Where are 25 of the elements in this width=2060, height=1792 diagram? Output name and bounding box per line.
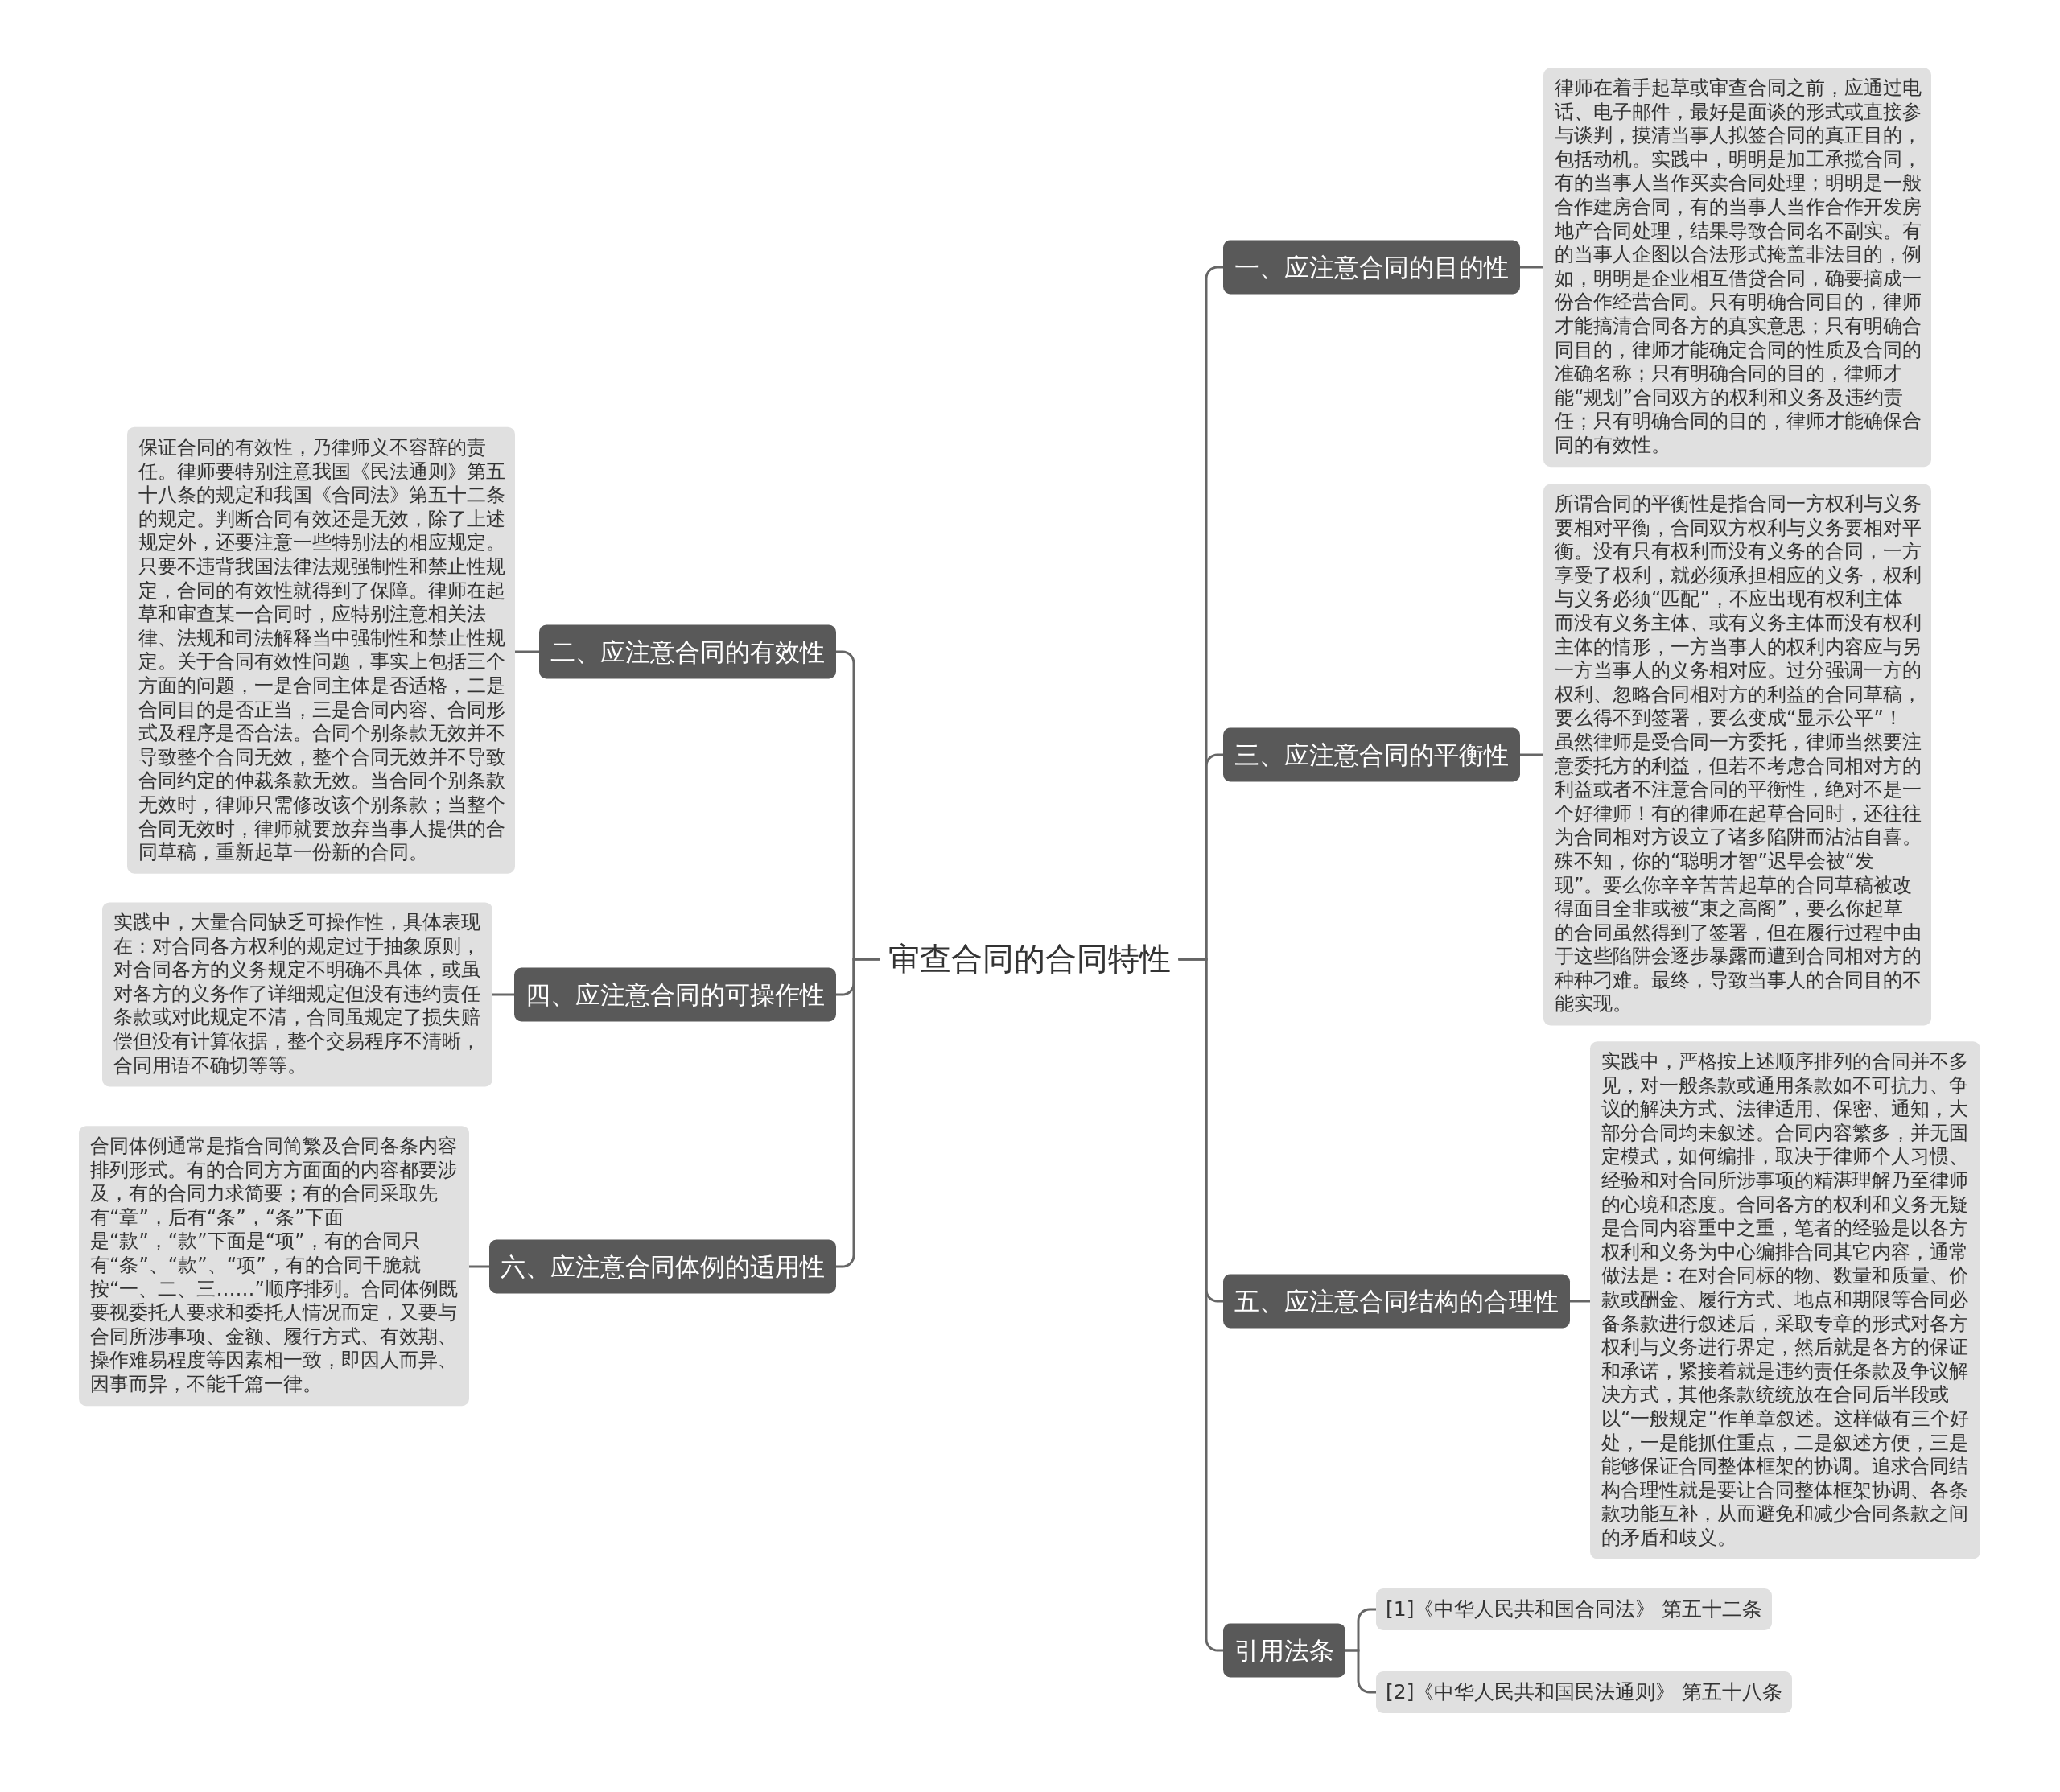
note-box: 保证合同的有效性，乃律师义不容辞的责任。律师要特别注意我国《民法通则》第五十八条的规定和我国《合同法》第五十二条的规定。判断合同有效还是无效，除了上述规定外，还要注意一些特别法的相应规定。只要不违背我国法律法规强制性和禁止性规定，合同的有效性就得到了保障。律师在起草和审查某一合同时，应特别注意相关法律、法规和司法解释当中强制性和禁止性规定。关于合同有效性问题，事实上包括三个方面的问题，一是合同主体是否适格，二是合同目的是否正当，三是合同内容、合同形式及程序是否合法。合同个别条款无效并不导致整个合同无效，整个合同无效并不导致合同约定的仲裁条款无效。当合同个别条款无效时，律师只需修改该个别条款；当整个合同无效时，律师就要放弃当事人提供的合同草稿，重新起草一份新的合同。 xyxy=(127,426,515,874)
note-box: 律师在着手起草或审查合同之前，应通过电话、电子邮件，最好是面谈的形式或直接参与谈判，摸清当事人拟签合同的真正目的，包括动机。实践中，明明是加工承揽合同，有的当事人当作买卖合同处理；明明是一般合作建房合同，有的当事人当作合作开发房地产合同处理，结果导致合同名不副实。有的当事人企图以合法形式掩盖非法目的，例如，明明是企业相互借贷合同，确要搞成一份合作经营合同。只有明确合同目的，律师才能搞清合同各方的真实意思；只有明确合同目的，律师才能确定合同的性质及合同的准确名称；只有明确合同的目的，律师才能“规划”合同双方的权利和义务及违约责任；只有明确合同的目的，律师才能确保合同的有效性。 xyxy=(1543,68,1931,467)
connector-line xyxy=(469,1265,489,1268)
connector-line xyxy=(1520,266,1543,269)
topic-box: 二、应注意合同的有效性 xyxy=(539,624,836,679)
note-box: 实践中，严格按上述顺序排列的合同并不多见，对一般条款或通用条款如不可抗力、争议的解决方式、法律适用、保密、通知，大部分合同均未叙述。合同内容繁多，并无固定模式，如何编排，取决于律师个人习惯、经验和对合同所涉事项的精湛理解乃至律师的心境和态度。合同各方的权利和义务无疑是合同内容重中之重，笔者的经验是以各方权利和义务为中心编排合同其它内容，通常做法是：在对合同标的物、数量和质量、价款或酬金、履行方式、地点和期限等合同必备条款进行叙述后，采取专章的形式对各方权利与义务进行界定，然后就是各方的保证和承诺，紧接着就是违约责任条款及争议解决方式，其他条款统统放在合同后半段或以“一般规定”作单章叙述。这样做有三个好处，一是能抓住重点，二是叙述方便，三是能够保证合同整体框架的协调。追求合同结构合理性就是要让合同整体框架协调、各条款功能互补，从而避免和减少合同条款之间的矛盾和歧义。 xyxy=(1590,1041,1980,1559)
topic-box: 引用法条 xyxy=(1223,1623,1345,1678)
topic-box: 一、应注意合同的目的性 xyxy=(1223,240,1520,295)
central-topic: 审查合同的合同特性 xyxy=(880,934,1179,984)
note-box: 所谓合同的平衡性是指合同一方权利与义务要相对平衡，合同双方权利与义务要相对平衡。没有只有权利而没有义务的合同，一方享受了权利，就必须承担相应的义务，权利与义务必须“匹配”，不应出现有权利主体而没有义务主体、或有义务主体而没有权利主体的情形，一方当事人的权利内容应与另一方当事人的义务相对应。过分强调一方的权利、忽略合同相对方的利益的合同草稿，要么得不到签署，要么变成“显示公平”！虽然律师是受合同一方委托，律师当然要注意委托方的利益，但若不考虑合同相对方的利益或者不注意合同的平衡性，绝对不是一个好律师！有的律师在起草合同时，还往往为合同相对方设立了诸多陷阱而沾沾自喜。殊不知，你的“聪明才智”迟早会被“发现”。要么你辛辛苦苦起草的合同草稿被改得面目全非或被“束之高阁”，要么你起草的合同虽然得到了签署，但在履行过程中由于这些陷阱会逐步暴露而遭到合同相对方的种种刁难。最终，导致当事人的合同目的不能实现。 xyxy=(1543,484,1931,1026)
connector-line xyxy=(492,993,514,996)
note-box: 合同体例通常是指合同简繁及合同各条内容排列形式。有的合同方方面面的内容都要涉及，有的合同力求简要；有的合同采取先有“章”，后有“条”，“条”下面是“款”，“款”下面是“项”，有的合同只有“条”、“款”、“项”，有的合同干脆就按“一、二、三……”顺序排列。合同体例既要视委托人要求和委托人情况而定，又要与合同所涉事项、金额、履行方式、有效期、操作难易程度等因素相一致，即因人而异、因事而异，不能千篇一律。 xyxy=(79,1126,469,1406)
citation-box: [2]《中华人民共和国民法通则》 第五十八条 xyxy=(1376,1671,1793,1713)
citation-box: [1]《中华人民共和国合同法》 第五十二条 xyxy=(1376,1588,1773,1630)
connector-line xyxy=(836,958,880,1268)
topic-box: 三、应注意合同的平衡性 xyxy=(1223,727,1520,782)
connector-line xyxy=(1570,1300,1590,1303)
connector-line xyxy=(1345,1649,1376,1694)
connector-line xyxy=(1520,753,1543,756)
topic-box: 四、应注意合同的可操作性 xyxy=(514,967,836,1022)
topic-box: 六、应注意合同体例的适用性 xyxy=(489,1239,836,1294)
topic-box: 五、应注意合同结构的合理性 xyxy=(1223,1274,1570,1329)
note-box: 实践中，大量合同缺乏可操作性，具体表现在：对合同各方权利的规定过于抽象原则，对合同各方的义务规定不明确不具体，或虽对各方的义务作了详细规定但没有违约责任条款或对此规定不清，合同虽规定了损失赔偿但没有计算依据，整个交易程序不清晰，合同用语不确切等等。 xyxy=(102,902,492,1087)
connector-line xyxy=(515,650,539,653)
connector-line xyxy=(1178,958,1224,1652)
